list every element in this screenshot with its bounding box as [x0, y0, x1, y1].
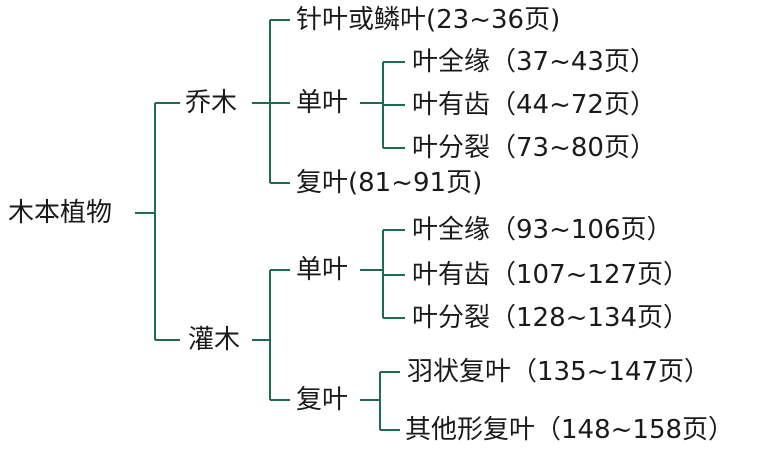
arbor-simple-leaf-label: 单叶 — [296, 88, 349, 118]
arbor-label: 乔木 — [185, 88, 238, 118]
shrub-toothed-margin-label: 叶有齿（107~127页） — [412, 260, 690, 290]
arbor-toothed-margin-label: 叶有齿（44~72页） — [412, 90, 656, 120]
arbor-entire-margin-label: 叶全缘（37~43页） — [412, 47, 656, 77]
other-compound-label: 其他形复叶（148~158页） — [405, 415, 735, 445]
arbor-needle-leaf-label: 针叶或鳞叶(23~36页) — [296, 5, 561, 35]
shrub-entire-margin-label: 叶全缘（93~106页） — [412, 215, 673, 245]
shrub-simple-leaf-label: 单叶 — [296, 255, 349, 285]
pinnate-compound-label: 羽状复叶（135~147页） — [407, 357, 711, 387]
arbor-compound-leaf-label: 复叶(81~91页) — [296, 168, 483, 198]
root-label: 木本植物 — [8, 198, 113, 228]
shrub-label: 灌木 — [188, 325, 241, 355]
shrub-compound-leaf-label: 复叶 — [296, 385, 349, 415]
arbor-lobed-label: 叶分裂（73~80页） — [412, 133, 656, 163]
shrub-lobed-label: 叶分裂（128~134页） — [412, 303, 690, 333]
